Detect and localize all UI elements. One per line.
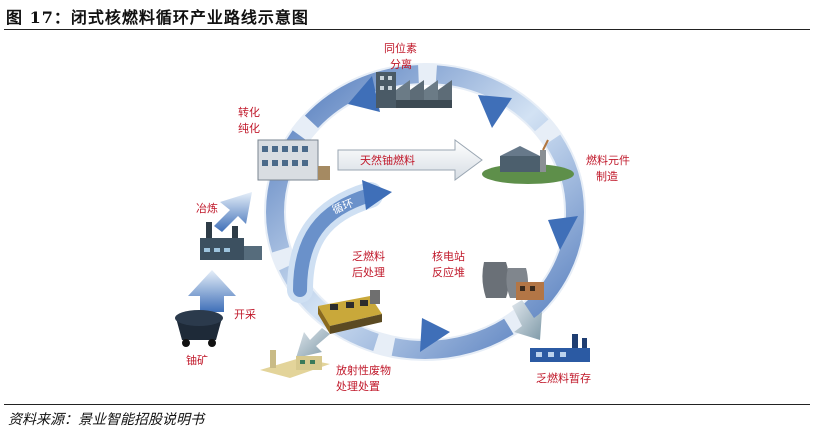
left-up-arrows <box>188 192 252 312</box>
label-nuclear-plant-1: 核电站 <box>432 249 465 263</box>
label-conversion-1: 转化 <box>238 105 260 119</box>
label-fuel-element-2: 制造 <box>596 169 618 183</box>
source-note: 资料来源：景业智能招股说明书 <box>8 412 204 428</box>
label-uranium-mine: 铀矿 <box>186 353 208 367</box>
radioactive-waste-plant-icon <box>260 350 330 378</box>
reprocessing-plant-icon <box>318 290 382 334</box>
label-waste-1: 放射性废物 <box>336 363 391 377</box>
arrowhead-right <box>548 216 578 250</box>
spent-fuel-storage-icon <box>530 334 590 362</box>
uranium-mine-icon <box>175 310 223 347</box>
conversion-plant-icon <box>257 139 330 181</box>
label-mining: 开采 <box>234 308 256 321</box>
label-reprocessing-1: 乏燃料 <box>352 249 385 263</box>
inner-cycle-arrow <box>287 180 392 303</box>
arrow-to-waste <box>296 328 330 358</box>
label-storage: 乏燃料暂存 <box>536 371 591 385</box>
figure-title: 图 17：闭式核燃料循环产业路线示意图 <box>6 8 309 27</box>
label-isotope-1: 同位素 <box>384 41 417 55</box>
source-rule <box>4 404 810 405</box>
natural-uranium-arrow <box>337 139 483 181</box>
label-waste-2: 处理处置 <box>336 380 380 393</box>
cycle-ring <box>264 63 586 361</box>
natural-uranium-label: 天然铀燃料 <box>360 153 415 167</box>
label-smelting: 冶炼 <box>196 201 218 215</box>
arrow-mine-to-smelt <box>188 270 236 312</box>
arrow-smelt-to-convert <box>214 192 252 232</box>
label-fuel-element-1: 燃料元件 <box>586 153 630 167</box>
label-nuclear-plant-2: 反应堆 <box>432 265 465 279</box>
smelting-plant-icon <box>200 222 262 260</box>
label-reprocessing-2: 后处理 <box>352 266 385 279</box>
arrow-to-storage <box>512 300 542 340</box>
title-rule <box>4 29 810 30</box>
gray-arrows <box>296 300 542 358</box>
arrowhead-top-right <box>478 95 512 128</box>
label-conversion-2: 纯化 <box>238 121 260 135</box>
arrowhead-bottom <box>420 318 450 352</box>
arrowhead-top-left <box>348 76 380 112</box>
label-isotope-2: 分离 <box>390 57 412 71</box>
isotope-separation-plant-icon <box>376 72 452 108</box>
fuel-element-plant-icon <box>482 139 574 184</box>
nuclear-plant-icon <box>482 262 544 300</box>
